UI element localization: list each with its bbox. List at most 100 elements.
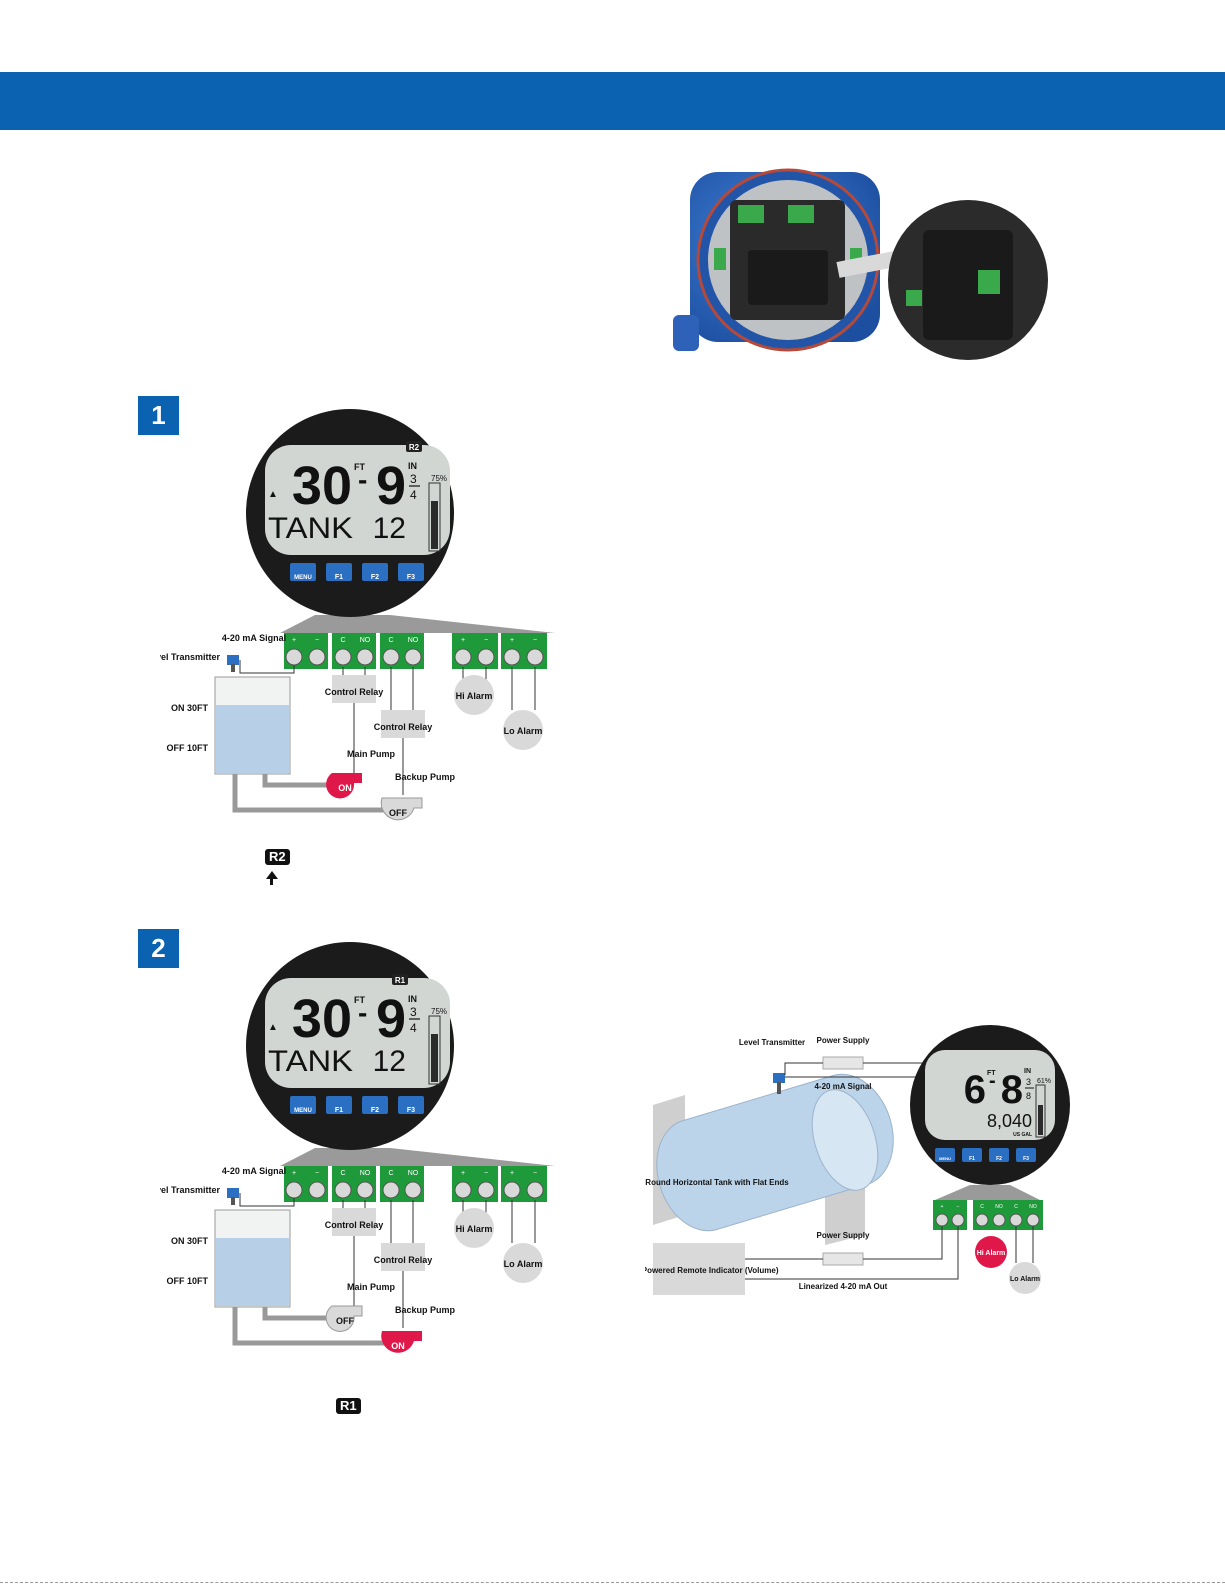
- terminal-block-relay1: C NO: [332, 1166, 376, 1202]
- lcd-fraction-numerator: 3: [410, 1005, 417, 1019]
- terminal-screw[interactable]: [503, 648, 521, 666]
- main-pump-label: Main Pump: [347, 749, 396, 759]
- tank-liquid: [216, 1238, 289, 1306]
- terminal-screw[interactable]: [334, 1181, 352, 1199]
- f2-key[interactable]: [989, 1148, 1009, 1162]
- terminal-label: −: [957, 1204, 960, 1210]
- page-bottom-rule: [0, 1582, 1225, 1583]
- terminal-label: −: [533, 1170, 537, 1177]
- terminal-screw[interactable]: [503, 1181, 521, 1199]
- tank-end: [811, 1089, 879, 1191]
- main-pump-icon: [325, 1305, 363, 1332]
- lcd-bargraph: [428, 482, 441, 552]
- terminal-screw[interactable]: [285, 648, 303, 666]
- lcd-main-unit: FT: [987, 1070, 996, 1077]
- transmitter-label: Level Transmitter: [739, 1038, 805, 1047]
- lcd-bargraph: [1035, 1084, 1046, 1138]
- terminal-screw[interactable]: [334, 648, 352, 666]
- conduit-port: [673, 315, 699, 351]
- terminal-block-lo-alarm: + −: [501, 1166, 547, 1202]
- backup-pump-state: OFF: [389, 808, 407, 818]
- terminal-screw[interactable]: [477, 648, 495, 666]
- f1-key[interactable]: [962, 1148, 982, 1162]
- lcd-screen: [925, 1050, 1055, 1140]
- f3-key-label: F3: [1023, 1156, 1029, 1162]
- signal-label: 4-20 mA Signal: [222, 633, 286, 643]
- terminal-screw[interactable]: [308, 648, 326, 666]
- f2-key-label: F2: [371, 574, 379, 581]
- transmitter-stem: [777, 1082, 781, 1094]
- terminal-screw[interactable]: [935, 1213, 949, 1227]
- hi-alarm-indicator: [975, 1236, 1007, 1268]
- r1-badge-legend: R1: [336, 1398, 361, 1414]
- keypad: MENU F1 F2 F3: [935, 1148, 1036, 1162]
- terminal-screw[interactable]: [975, 1213, 989, 1227]
- terminal-screw[interactable]: [382, 1181, 400, 1199]
- terminal-label: C: [980, 1204, 984, 1210]
- f1-key[interactable]: [326, 1096, 352, 1114]
- signal-wire: [239, 660, 295, 674]
- hi-alarm-indicator: [454, 675, 494, 715]
- step-number-1: 1: [138, 396, 179, 435]
- relay-badge-text: R2: [409, 443, 420, 452]
- tank-volume-diagram: Round Horizontal Tank with Flat Ends Lev…: [645, 1025, 1070, 1295]
- lcd-dash: -: [358, 997, 367, 1028]
- menu-key[interactable]: [290, 1096, 316, 1114]
- lcd-bargraph-fill: [1038, 1105, 1043, 1135]
- f2-key[interactable]: [362, 1096, 388, 1114]
- terminal-label: C: [388, 637, 393, 644]
- f3-key[interactable]: [398, 1096, 424, 1114]
- terminal-screw[interactable]: [356, 1181, 374, 1199]
- terminal-screw[interactable]: [404, 648, 422, 666]
- f1-key[interactable]: [326, 563, 352, 581]
- lcd-screen: [265, 445, 450, 555]
- lo-alarm-indicator: [503, 1243, 543, 1283]
- lo-alarm-label: Lo Alarm: [504, 1259, 543, 1269]
- f3-key[interactable]: [1016, 1148, 1036, 1162]
- relay-badge-text: R1: [395, 976, 406, 985]
- lcd-fraction-numerator: 3: [1026, 1077, 1031, 1087]
- terminal-screw[interactable]: [382, 648, 400, 666]
- terminal-screw[interactable]: [951, 1213, 965, 1227]
- terminal-screw[interactable]: [1009, 1213, 1023, 1227]
- terminal-screw[interactable]: [1026, 1213, 1040, 1227]
- terminal-screw[interactable]: [992, 1213, 1006, 1227]
- terminal-screw[interactable]: [308, 1181, 326, 1199]
- f3-key[interactable]: [398, 563, 424, 581]
- terminal-screw[interactable]: [404, 1181, 422, 1199]
- menu-key-label: MENU: [939, 1156, 951, 1161]
- power-supply-box-1: [822, 1056, 864, 1070]
- backup-pump-label: Backup Pump: [395, 1305, 456, 1315]
- r2-badge-legend: R2: [265, 849, 290, 865]
- lo-alarm-label: Lo Alarm: [1010, 1276, 1040, 1283]
- terminal-screw[interactable]: [477, 1181, 495, 1199]
- control-relay-label-1: Control Relay: [325, 687, 384, 697]
- lcd-fraction-numerator: 3: [410, 472, 417, 486]
- lcd-sub-value: 9: [376, 989, 406, 1049]
- transmitter-label: Level Transmitter: [160, 652, 220, 662]
- power-supply-label-2: Power Supply: [817, 1231, 870, 1240]
- electronics-board: [748, 250, 828, 305]
- main-pump-state: ON: [338, 783, 352, 793]
- terminal-screw[interactable]: [454, 1181, 472, 1199]
- f2-key[interactable]: [362, 563, 388, 581]
- lo-alarm-label: Lo Alarm: [504, 726, 543, 736]
- terminal-screw[interactable]: [285, 1181, 303, 1199]
- terminal-block-lo-alarm: + −: [501, 633, 547, 669]
- control-relay-box-2: [381, 1243, 425, 1271]
- lcd-bar-percent: 75%: [431, 474, 447, 483]
- terminal-screw[interactable]: [526, 648, 544, 666]
- terminal-block: [738, 205, 764, 223]
- step-number-2: 2: [138, 929, 179, 968]
- menu-key[interactable]: [935, 1148, 955, 1162]
- terminal-screw[interactable]: [454, 648, 472, 666]
- f3-key-label: F3: [407, 1107, 415, 1114]
- up-arrow-stem: [270, 879, 273, 885]
- terminal-screw[interactable]: [356, 648, 374, 666]
- terminal-label: C: [340, 1170, 345, 1177]
- lcd-fraction-denominator: 4: [410, 488, 417, 502]
- main-pump-label: Main Pump: [347, 1282, 396, 1292]
- terminal-screw[interactable]: [526, 1181, 544, 1199]
- terminal-block: [906, 290, 922, 306]
- menu-key[interactable]: [290, 563, 316, 581]
